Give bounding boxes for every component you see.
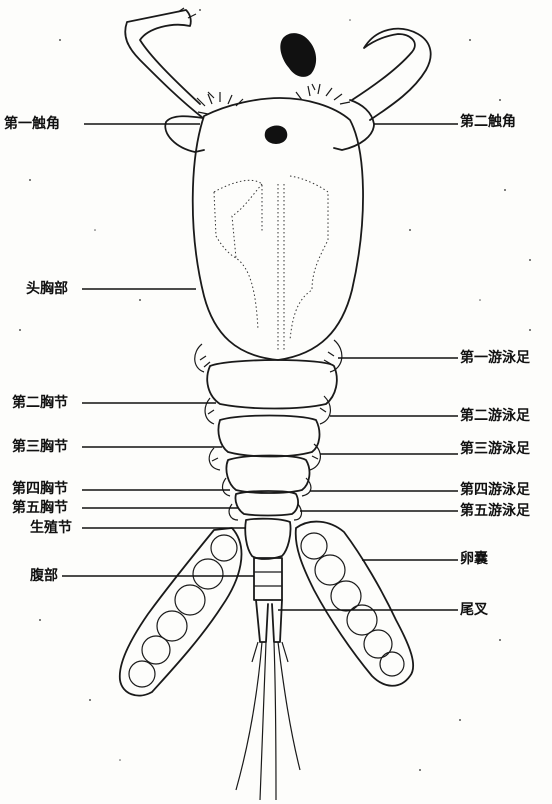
label-thorax-segment-2: 第二胸节 (12, 395, 68, 411)
eye-spot-lower (265, 126, 288, 145)
label-abdomen: 腹部 (30, 568, 58, 584)
thorax-segment-4 (226, 456, 309, 494)
label-swim-leg-3: 第三游泳足 (460, 441, 530, 457)
second-antenna-right (334, 100, 374, 150)
thorax-segment-2 (207, 360, 337, 409)
label-cephalothorax: 头胸部 (26, 281, 68, 297)
furca (256, 600, 282, 642)
label-thorax-segment-4: 第四胸节 (12, 481, 68, 497)
furcal-setae (236, 642, 300, 800)
label-thorax-segment-5: 第五胸节 (12, 500, 68, 516)
label-swim-leg-2: 第二游泳足 (460, 408, 530, 424)
abdomen (254, 558, 282, 600)
label-first-antenna: 第一触角 (4, 116, 60, 132)
inner-gut-outline (214, 176, 328, 340)
label-egg-sac: 卵囊 (460, 551, 488, 567)
thorax-segment-3 (218, 416, 319, 457)
label-swim-leg-4: 第四游泳足 (460, 482, 530, 498)
egg-sac-right (296, 522, 413, 686)
egg-sac-left (120, 528, 242, 696)
thorax-segment-5 (235, 491, 298, 516)
label-swim-leg-1: 第一游泳足 (460, 350, 530, 366)
eye-spot-upper (280, 33, 316, 77)
label-second-antenna: 第二触角 (460, 114, 516, 130)
label-thorax-segment-3: 第三胸节 (12, 439, 68, 455)
label-genital-segment: 生殖节 (30, 520, 72, 536)
leader-lines (62, 124, 458, 610)
genital-segment (245, 519, 290, 559)
label-swim-leg-5: 第五游泳足 (460, 503, 530, 519)
first-antenna-left (125, 8, 203, 118)
label-furca: 尾叉 (460, 602, 488, 618)
